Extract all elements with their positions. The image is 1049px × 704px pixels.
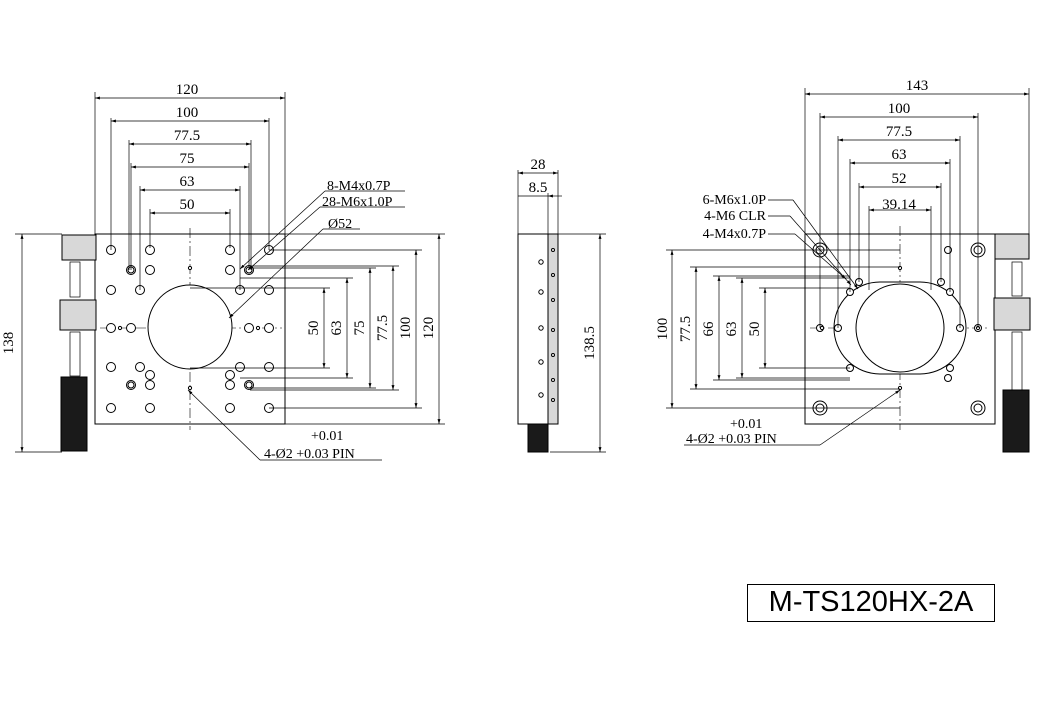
dim-77-5: 77.5 [174, 128, 200, 144]
top-horiz-dims: 120 100 77.5 75 63 50 [94, 82, 286, 290]
mount-hole [225, 265, 235, 275]
center-bore [147, 284, 233, 370]
mount-hole [551, 298, 555, 302]
mount-hole [551, 378, 555, 382]
side-dim-28: 28 [531, 157, 546, 173]
top-tol: +0.01 [311, 429, 343, 444]
top-holes [106, 245, 274, 413]
mount-hole [944, 374, 952, 382]
dim-v-50: 50 [306, 321, 322, 336]
mount-hole [538, 392, 544, 398]
mount-hole [551, 248, 555, 252]
dim-100: 100 [176, 105, 199, 121]
bottom-view: 143 100 77.5 63 52 39.14 [655, 78, 1031, 453]
callout-m4: 8-M4x0.7P [327, 179, 391, 194]
mount-hole [551, 398, 555, 402]
callout-m6: 28-M6x1.0P [322, 195, 393, 210]
mount-hole [145, 380, 155, 390]
side-holes [538, 248, 555, 402]
mount-hole [245, 381, 253, 389]
mount-hole [145, 403, 155, 413]
top-handle [59, 234, 97, 452]
callout-bore: Ø52 [328, 217, 352, 232]
mount-hole [145, 370, 155, 380]
dim-75: 75 [180, 151, 195, 167]
mount-hole [551, 273, 555, 277]
mount-hole [538, 359, 544, 365]
mount-hole [538, 325, 544, 331]
callout-4-m4: 4-M4x0.7P [703, 227, 767, 242]
dim-138: 138 [1, 332, 17, 355]
bdim-v-77-5: 77.5 [678, 316, 694, 342]
mount-hole [225, 403, 235, 413]
bottom-horiz-dims: 143 100 77.5 63 52 39.14 [804, 78, 1030, 328]
mount-hole [264, 362, 274, 372]
mount-hole [127, 381, 135, 389]
bdim-143: 143 [906, 78, 929, 94]
dim-63: 63 [180, 174, 195, 190]
side-view: 28 8.5 138.5 [517, 157, 606, 453]
mount-hole [944, 246, 952, 254]
mount-hole [187, 385, 193, 391]
mount-hole [973, 403, 983, 413]
bdim-63: 63 [892, 147, 907, 163]
mount-hole [244, 323, 254, 333]
bottom-callouts: 6-M6x1.0P 4-M6 CLR 4-M4x0.7P +0.01 4-Ø2 … [684, 193, 901, 447]
bdim-v-100: 100 [655, 318, 671, 341]
bdim-39-14: 39.14 [882, 197, 916, 213]
mount-hole [819, 325, 825, 331]
bdim-v-66: 66 [701, 321, 717, 337]
mount-hole [117, 325, 123, 331]
dim-v-120: 120 [421, 317, 437, 340]
bdim-v-63: 63 [724, 322, 740, 337]
mount-hole [538, 259, 544, 265]
callout-6-m6: 6-M6x1.0P [703, 193, 767, 208]
mount-hole [551, 328, 555, 332]
dim-v-75: 75 [352, 321, 368, 336]
mount-hole [255, 325, 261, 331]
mount-hole [225, 380, 235, 390]
dim-50: 50 [180, 197, 195, 213]
bdim-v-50: 50 [747, 322, 763, 337]
dim-v-100: 100 [398, 317, 414, 340]
top-view: 120 100 77.5 75 63 50 [1, 82, 445, 462]
mount-hole [135, 362, 145, 372]
mount-hole [106, 323, 116, 333]
bottom-pin: 4-Ø2 +0.03 PIN [686, 432, 777, 447]
mount-hole [106, 403, 116, 413]
mount-hole [264, 285, 274, 295]
dim-v-77-5: 77.5 [375, 315, 391, 341]
dim-120: 120 [176, 82, 199, 98]
top-vert-dims: 50 63 75 77.5 100 120 [190, 233, 445, 425]
bottom-vert-dims: 100 77.5 66 63 50 [655, 249, 900, 409]
bdim-52: 52 [892, 171, 907, 187]
model-number-box: M-TS120HX-2A [747, 584, 995, 622]
mount-hole [187, 265, 193, 271]
side-dim-8-5: 8.5 [529, 180, 548, 196]
mount-hole [106, 362, 116, 372]
side-dim-138-5: 138.5 [582, 326, 598, 360]
mount-hole [538, 289, 544, 295]
mount-hole [106, 285, 116, 295]
mount-hole [126, 323, 136, 333]
bottom-tol: +0.01 [730, 417, 762, 432]
mount-hole [551, 353, 555, 357]
mount-hole [145, 265, 155, 275]
mount-hole [235, 362, 245, 372]
bdim-77-5: 77.5 [886, 124, 912, 140]
callout-4-m6-clr: 4-M6 CLR [704, 209, 767, 224]
top-callouts: 8-M4x0.7P 28-M6x1.0P Ø52 +0.01 4-Ø2 +0.0… [187, 179, 405, 462]
mount-hole [225, 370, 235, 380]
dim-v-63: 63 [329, 321, 345, 336]
top-pin: 4-Ø2 +0.03 PIN [264, 447, 355, 462]
bottom-handle [993, 233, 1031, 453]
bdim-100: 100 [888, 101, 911, 117]
mount-hole [264, 323, 274, 333]
mount-hole [946, 364, 954, 372]
top-height-dim: 138 [1, 233, 62, 453]
